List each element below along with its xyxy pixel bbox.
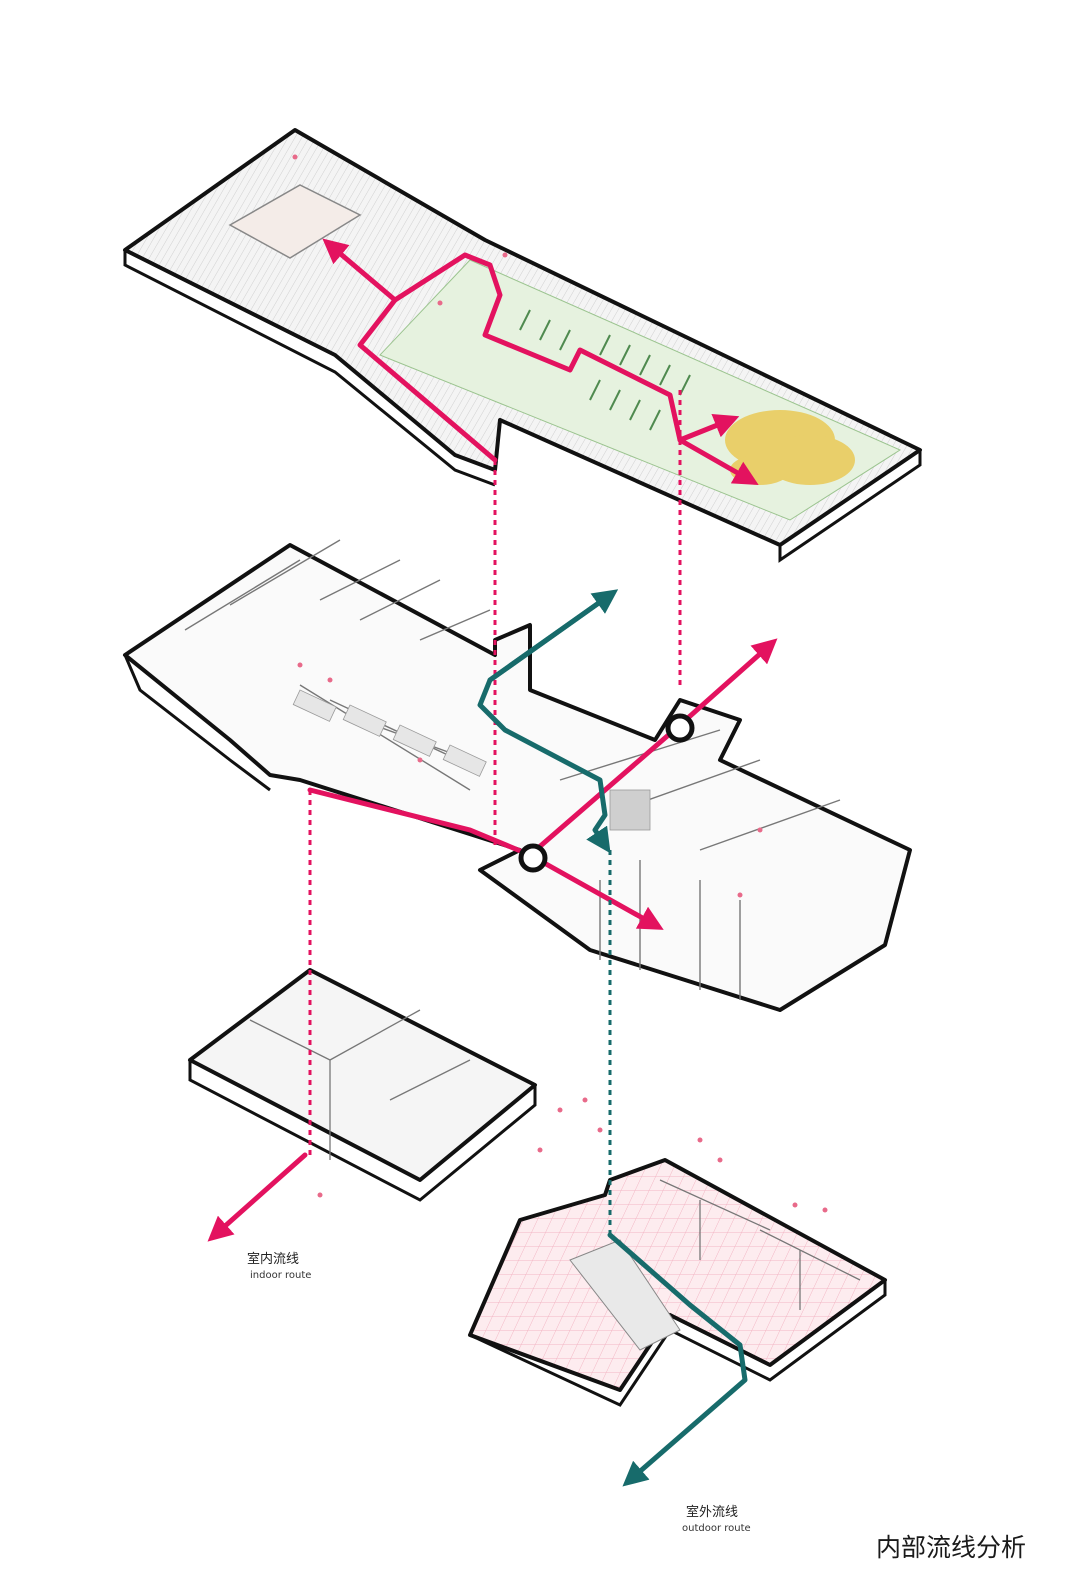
block-slab-edge xyxy=(188,1060,537,1202)
route-node xyxy=(665,713,695,743)
indoor-route-roof xyxy=(322,238,498,463)
floor-slab-edge xyxy=(123,654,271,792)
garden-trees xyxy=(519,309,691,431)
legend-outdoor-zh: 室外流线 xyxy=(686,1504,738,1520)
block-slab-edge xyxy=(469,1280,887,1407)
block-slab xyxy=(468,1158,887,1392)
block-walls xyxy=(249,1009,471,1160)
roof-garden-level xyxy=(123,128,922,563)
outdoor-route-lower xyxy=(607,1232,748,1487)
block-walls xyxy=(659,1179,861,1310)
indoor-route-roof-branch xyxy=(392,252,759,485)
diagram-title: 内部流线分析 xyxy=(876,1533,1027,1562)
lower-left-block xyxy=(188,968,537,1202)
outdoor-route-main xyxy=(487,589,619,683)
lower-right-block xyxy=(468,1158,887,1407)
indoor-route-lower xyxy=(207,1152,308,1242)
route-nodes xyxy=(518,713,695,873)
indoor-route-links xyxy=(308,390,682,1155)
legend-outdoor-en: outdoor route xyxy=(682,1523,751,1534)
desk-clusters xyxy=(292,689,651,831)
people-figures xyxy=(292,154,828,1213)
stair xyxy=(569,1239,681,1351)
route-node xyxy=(518,843,548,873)
floor-slab xyxy=(123,543,912,1012)
roof-slab-edge xyxy=(123,250,496,487)
roof-pavilion xyxy=(228,184,362,259)
legend-indoor: 室内流线 indoor route xyxy=(247,1251,311,1281)
indoor-route-roof-branch xyxy=(677,413,740,443)
legend-indoor-zh: 室内流线 xyxy=(247,1251,299,1267)
indoor-route-main xyxy=(307,787,664,930)
legend-indoor-en: indoor route xyxy=(250,1270,311,1281)
main-floor-level xyxy=(123,539,912,1012)
outdoor-route xyxy=(477,589,748,1487)
legend-outdoor: 室外流线 outdoor route xyxy=(682,1504,751,1534)
outdoor-route-main xyxy=(477,592,613,854)
roof-slab-edge xyxy=(778,450,922,563)
